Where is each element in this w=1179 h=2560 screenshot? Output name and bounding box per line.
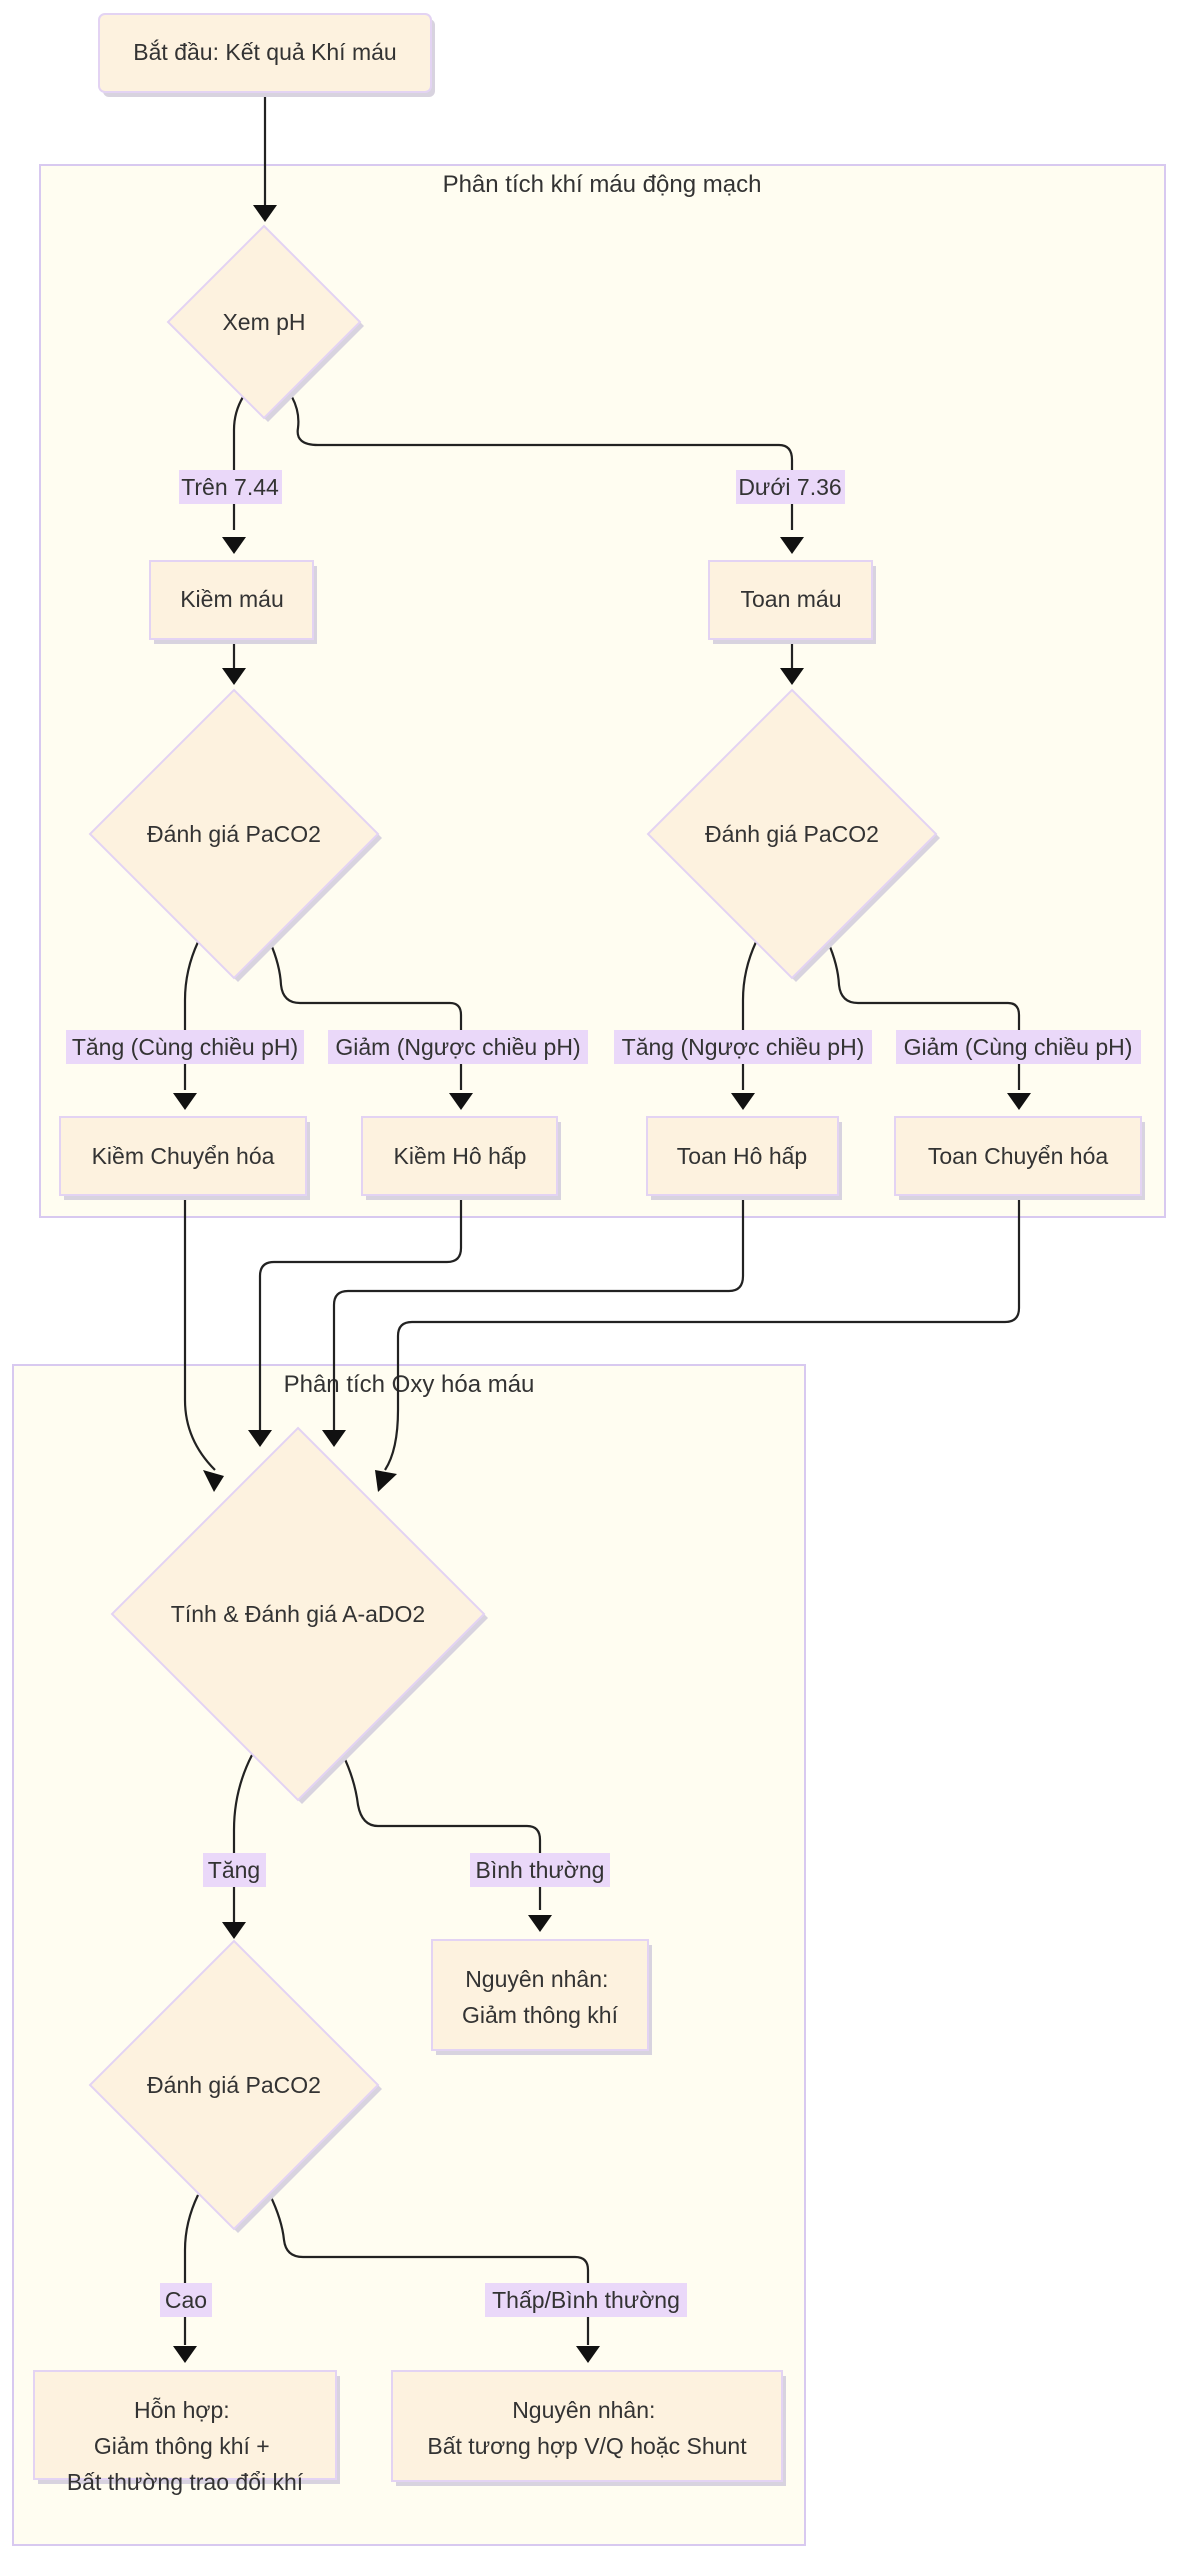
respiratory-alkalosis-label: Kiềm Hô hấp [394, 1143, 527, 1169]
arrow-head [173, 2346, 197, 2363]
arrow-head [222, 668, 246, 685]
edge-paco2-to-met-alk [183, 941, 199, 1090]
cluster-oxygenation-title: Phân tích Oxy hóa máu [284, 1371, 535, 1398]
edge-resp-acid-to-aado2 [332, 1198, 745, 1430]
aado2-decision: Tính & Đánh giá A-aDO2 [110, 1426, 488, 1804]
edge-label-acid-decrease: Giảm (Cùng chiều pH) [896, 1030, 1141, 1064]
arrow-head [173, 1093, 197, 1110]
aado2-decision-label: Tính & Đánh giá A-aDO2 [171, 1601, 425, 1627]
edge-ph-to-alkalemia [232, 396, 244, 530]
alkalemia-node-label: Kiềm máu [180, 586, 284, 612]
edge-label-text: Thấp/Bình thường [492, 2287, 680, 2313]
arrow-head [780, 668, 804, 685]
mixed-disorder-label: Hỗn hợp: Giảm thông khí + Bất thường tra… [67, 2397, 304, 2495]
edge-label-text: Cao [165, 2287, 207, 2313]
edge-label-text: Trên 7.44 [181, 474, 279, 500]
edge-paco2-to-met-acid [826, 941, 1021, 1090]
edge-resp-alk-to-aado2 [258, 1198, 463, 1430]
edge-label-aado2-increase: Tăng [203, 1853, 266, 1887]
arrow-head [449, 1093, 473, 1110]
arrow-head [731, 1093, 755, 1110]
arrow-head [322, 1430, 346, 1447]
metabolic-acidosis-label: Toan Chuyển hóa [928, 1143, 1109, 1169]
edge-label-text: Tăng (Ngược chiều pH) [622, 1034, 865, 1060]
metabolic-acidosis-node: Toan Chuyển hóa [894, 1116, 1145, 1200]
edge-label-paco2-high: Cao [160, 2283, 212, 2317]
arrow-head [253, 205, 277, 222]
edge-met-alk-to-aado2 [183, 1198, 216, 1471]
arrow-head [528, 1915, 552, 1932]
start-node-label: Bắt đầu: Kết quả Khí máu [133, 39, 396, 65]
alkalemia-node: Kiềm máu [149, 560, 317, 644]
edge-label-acid-increase: Tăng (Ngược chiều pH) [614, 1030, 872, 1064]
edge-paco2-to-resp-acid [741, 941, 757, 1090]
cause-vq-mismatch-node: Nguyên nhân: Bất tương hợp V/Q hoặc Shun… [391, 2370, 786, 2486]
respiratory-alkalosis-node: Kiềm Hô hấp [361, 1116, 561, 1200]
mixed-disorder-node: Hỗn hợp: Giảm thông khí + Bất thường tra… [33, 2370, 340, 2495]
edge-aado2-to-paco2 [232, 1754, 253, 1922]
edge-label-paco2-low-normal: Thấp/Bình thường [485, 2283, 687, 2317]
acidemia-node: Toan máu [708, 560, 876, 644]
cluster-abg-title: Phân tích khí máu động mạch [443, 171, 762, 198]
edge-label-aado2-normal: Bình thường [470, 1853, 610, 1887]
arrow-head [780, 537, 804, 554]
arrow-head [222, 537, 246, 554]
edge-label-alk-increase: Tăng (Cùng chiều pH) [66, 1030, 304, 1064]
metabolic-alkalosis-node: Kiềm Chuyển hóa [59, 1116, 310, 1200]
edge-label-text: Bình thường [476, 1857, 605, 1883]
edge-aado2-to-cause-hypo [342, 1754, 542, 1910]
edge-label-text: Giảm (Ngược chiều pH) [335, 1034, 580, 1060]
paco2-oxygenation-label: Đánh giá PaCO2 [147, 2072, 321, 2098]
start-node: Bắt đầu: Kết quả Khí máu [98, 13, 435, 97]
respiratory-acidosis-label: Toan Hô hấp [677, 1143, 807, 1169]
ph-decision: Xem pH [166, 224, 364, 422]
respiratory-acidosis-node: Toan Hô hấp [646, 1116, 842, 1200]
edge-label-alk-decrease: Giảm (Ngược chiều pH) [328, 1030, 588, 1064]
edge-paco2-to-mixed [183, 2194, 199, 2345]
edge-paco2-to-cause-vq [269, 2194, 590, 2345]
edge-label-text: Giảm (Cùng chiều pH) [904, 1034, 1133, 1060]
edge-met-acid-to-aado2 [384, 1198, 1021, 1471]
edge-label-ph-alkalemia: Trên 7.44 [179, 470, 282, 504]
acidemia-node-label: Toan máu [740, 586, 841, 612]
arrow-head [222, 1922, 246, 1939]
arrow-head [375, 1470, 397, 1492]
edge-paco2-to-resp-alk [268, 941, 463, 1090]
paco2-acidemia-label: Đánh giá PaCO2 [705, 821, 879, 847]
cause-vq-mismatch-label: Nguyên nhân: Bất tương hợp V/Q hoặc Shun… [427, 2397, 747, 2459]
cause-hypoventilation-node: Nguyên nhân: Giảm thông khí [431, 1939, 652, 2055]
edge-label-text: Tăng [208, 1857, 260, 1883]
paco2-alkalemia-label: Đánh giá PaCO2 [147, 821, 321, 847]
arrow-head [576, 2346, 600, 2363]
edge-label-ph-acidemia: Dưới 7.36 [736, 470, 845, 504]
edge-label-text: Tăng (Cùng chiều pH) [72, 1034, 298, 1060]
paco2-alkalemia-decision: Đánh giá PaCO2 [88, 688, 382, 982]
arrow-head [203, 1470, 224, 1492]
arrow-head [1007, 1093, 1031, 1110]
paco2-oxygenation-decision: Đánh giá PaCO2 [88, 1939, 382, 2233]
cause-hypoventilation-label: Nguyên nhân: Giảm thông khí [462, 1966, 619, 2028]
ph-decision-label: Xem pH [222, 309, 305, 335]
metabolic-alkalosis-label: Kiềm Chuyển hóa [92, 1143, 275, 1169]
edge-label-text: Dưới 7.36 [738, 474, 841, 500]
arrow-head [248, 1430, 272, 1447]
paco2-acidemia-decision: Đánh giá PaCO2 [646, 688, 940, 982]
edge-ph-to-acidemia [291, 396, 794, 530]
